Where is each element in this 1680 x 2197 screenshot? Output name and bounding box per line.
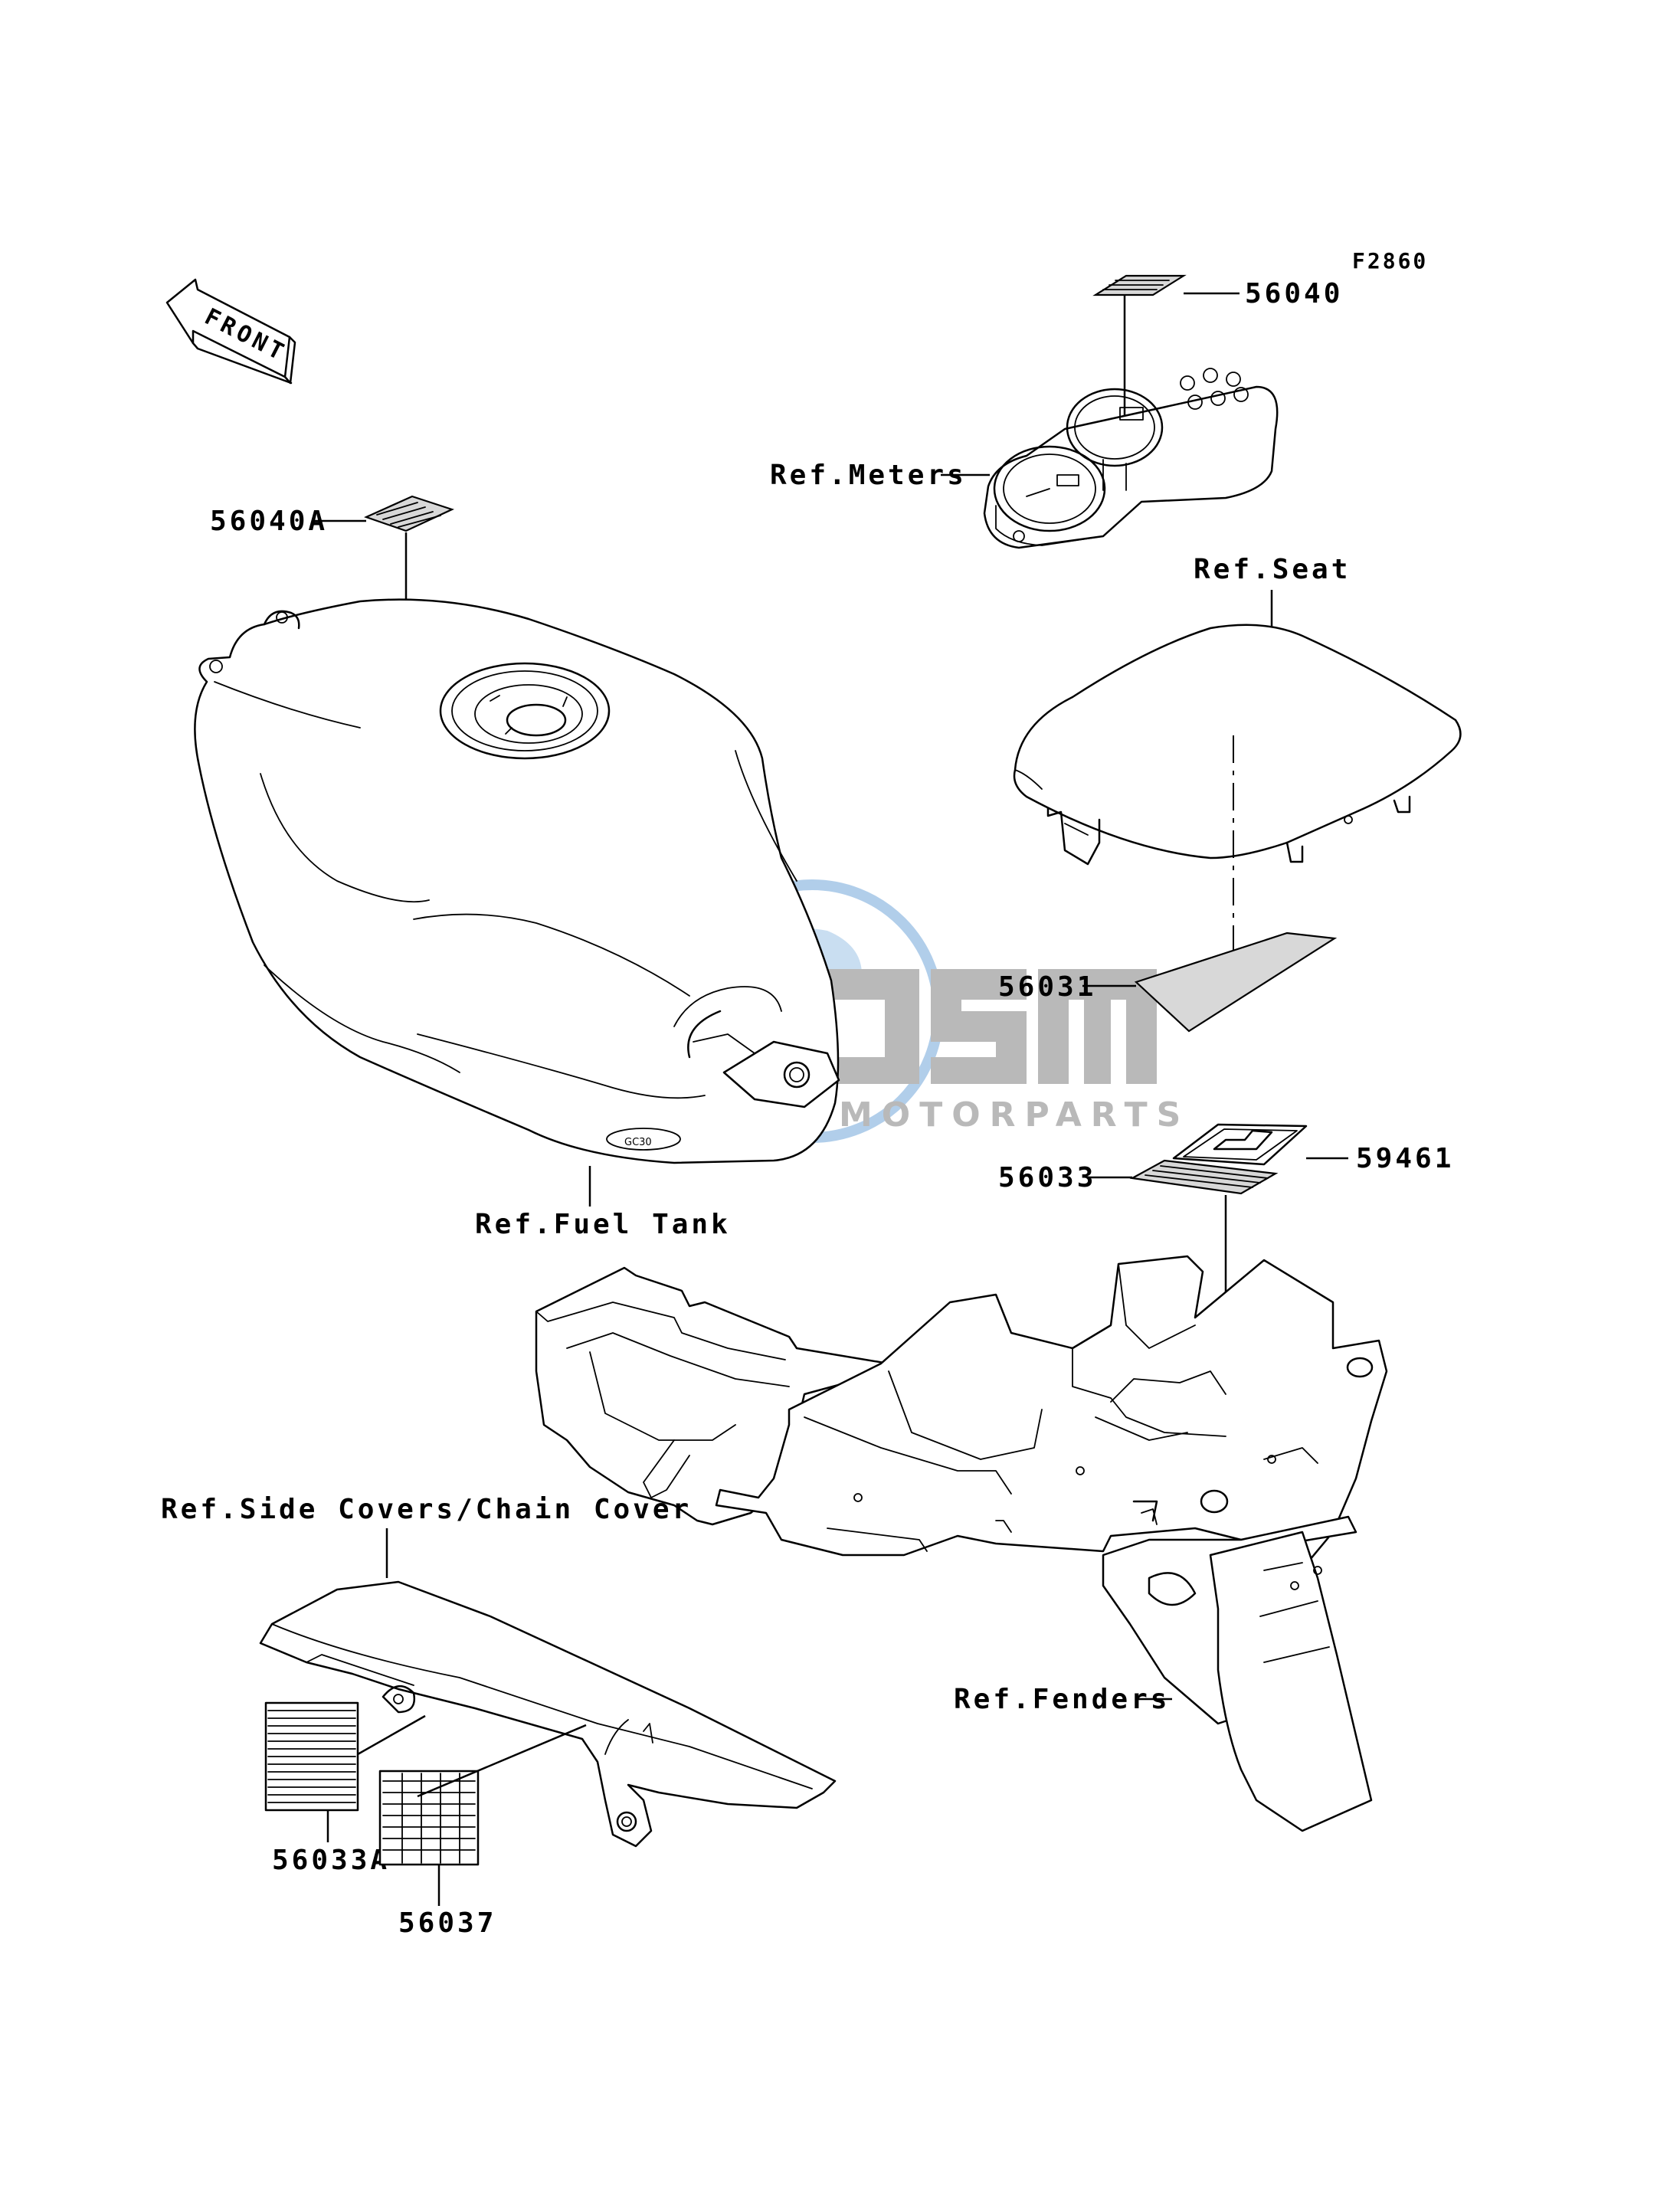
callout-ref-seat: Ref.Seat <box>1194 554 1351 585</box>
decal-56040 <box>1092 274 1187 296</box>
callout-ref-side-covers: Ref.Side Covers/Chain Cover <box>161 1494 692 1525</box>
callout-56031: 56031 <box>998 971 1096 1003</box>
svg-text:GC30: GC30 <box>624 1137 652 1148</box>
callout-ref-meters: Ref.Meters <box>770 460 967 491</box>
callout-56033: 56033 <box>998 1162 1096 1193</box>
watermark-tagline: MOTORPARTS <box>839 1095 1190 1135</box>
decal-56033 <box>1129 1159 1279 1195</box>
fuel-tank: GC30 <box>194 598 840 1164</box>
callout-56040: 56040 <box>1245 278 1343 309</box>
decal-56031 <box>1134 932 1338 1033</box>
chain-cover <box>259 1580 837 1848</box>
seat <box>1013 624 1462 866</box>
decal-56033A <box>264 1701 359 1812</box>
meters-assembly <box>983 368 1279 549</box>
front-arrow-icon: FRONT <box>165 278 296 385</box>
callout-56040A: 56040A <box>210 506 328 537</box>
decal-59461 <box>1172 1123 1308 1166</box>
callout-ref-fuel-tank: Ref.Fuel Tank <box>475 1209 731 1240</box>
callout-59461: 59461 <box>1356 1143 1454 1174</box>
callout-56033A: 56033A <box>272 1845 390 1876</box>
callout-56037: 56037 <box>398 1907 496 1939</box>
rear-fender-undertray <box>535 1255 1388 1832</box>
figure-code: F2860 <box>1352 248 1428 273</box>
decal-56037 <box>378 1770 480 1866</box>
decal-56040A <box>364 495 454 532</box>
callout-ref-fenders: Ref.Fenders <box>954 1684 1170 1715</box>
